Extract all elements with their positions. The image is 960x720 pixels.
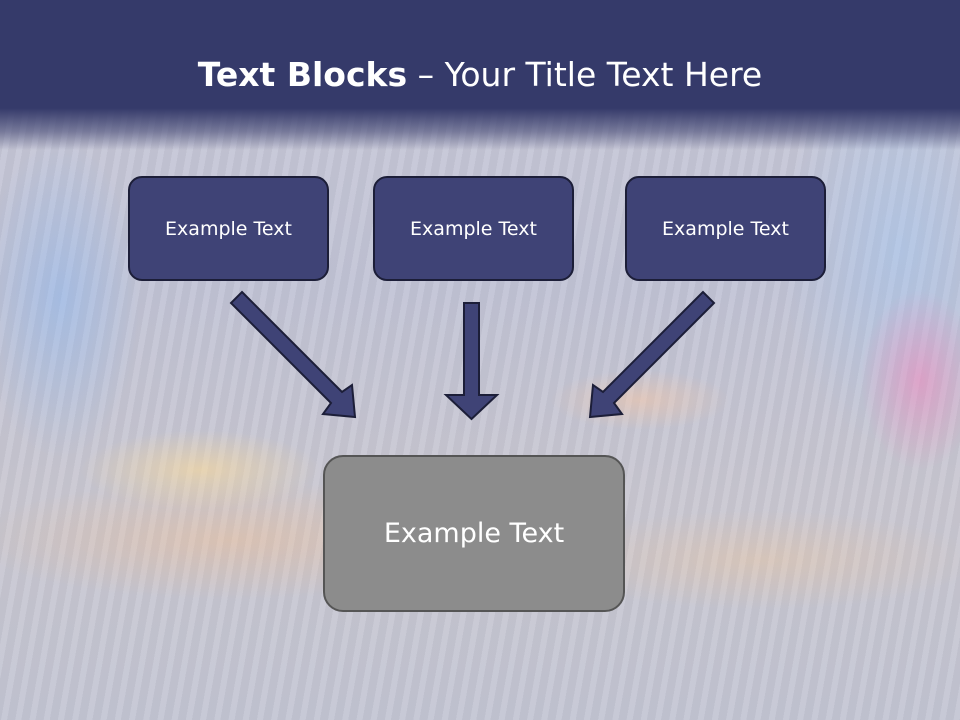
- text-block-1-label: Example Text: [165, 217, 292, 240]
- title-rest: – Your Title Text Here: [407, 55, 763, 94]
- arrow-right: [588, 290, 716, 419]
- slide-title: Text Blocks – Your Title Text Here: [0, 52, 960, 98]
- result-block-label: Example Text: [383, 518, 565, 549]
- text-block-3[interactable]: Example Text: [625, 176, 826, 281]
- arrow-left: [229, 290, 357, 419]
- text-block-2-label: Example Text: [410, 217, 537, 240]
- title-bar: [0, 0, 960, 150]
- text-block-3-label: Example Text: [662, 217, 789, 240]
- text-block-1[interactable]: Example Text: [128, 176, 329, 281]
- arrow-center: [443, 302, 500, 421]
- text-block-2[interactable]: Example Text: [373, 176, 574, 281]
- title-bold: Text Blocks: [197, 55, 408, 94]
- result-block[interactable]: Example Text: [323, 455, 625, 612]
